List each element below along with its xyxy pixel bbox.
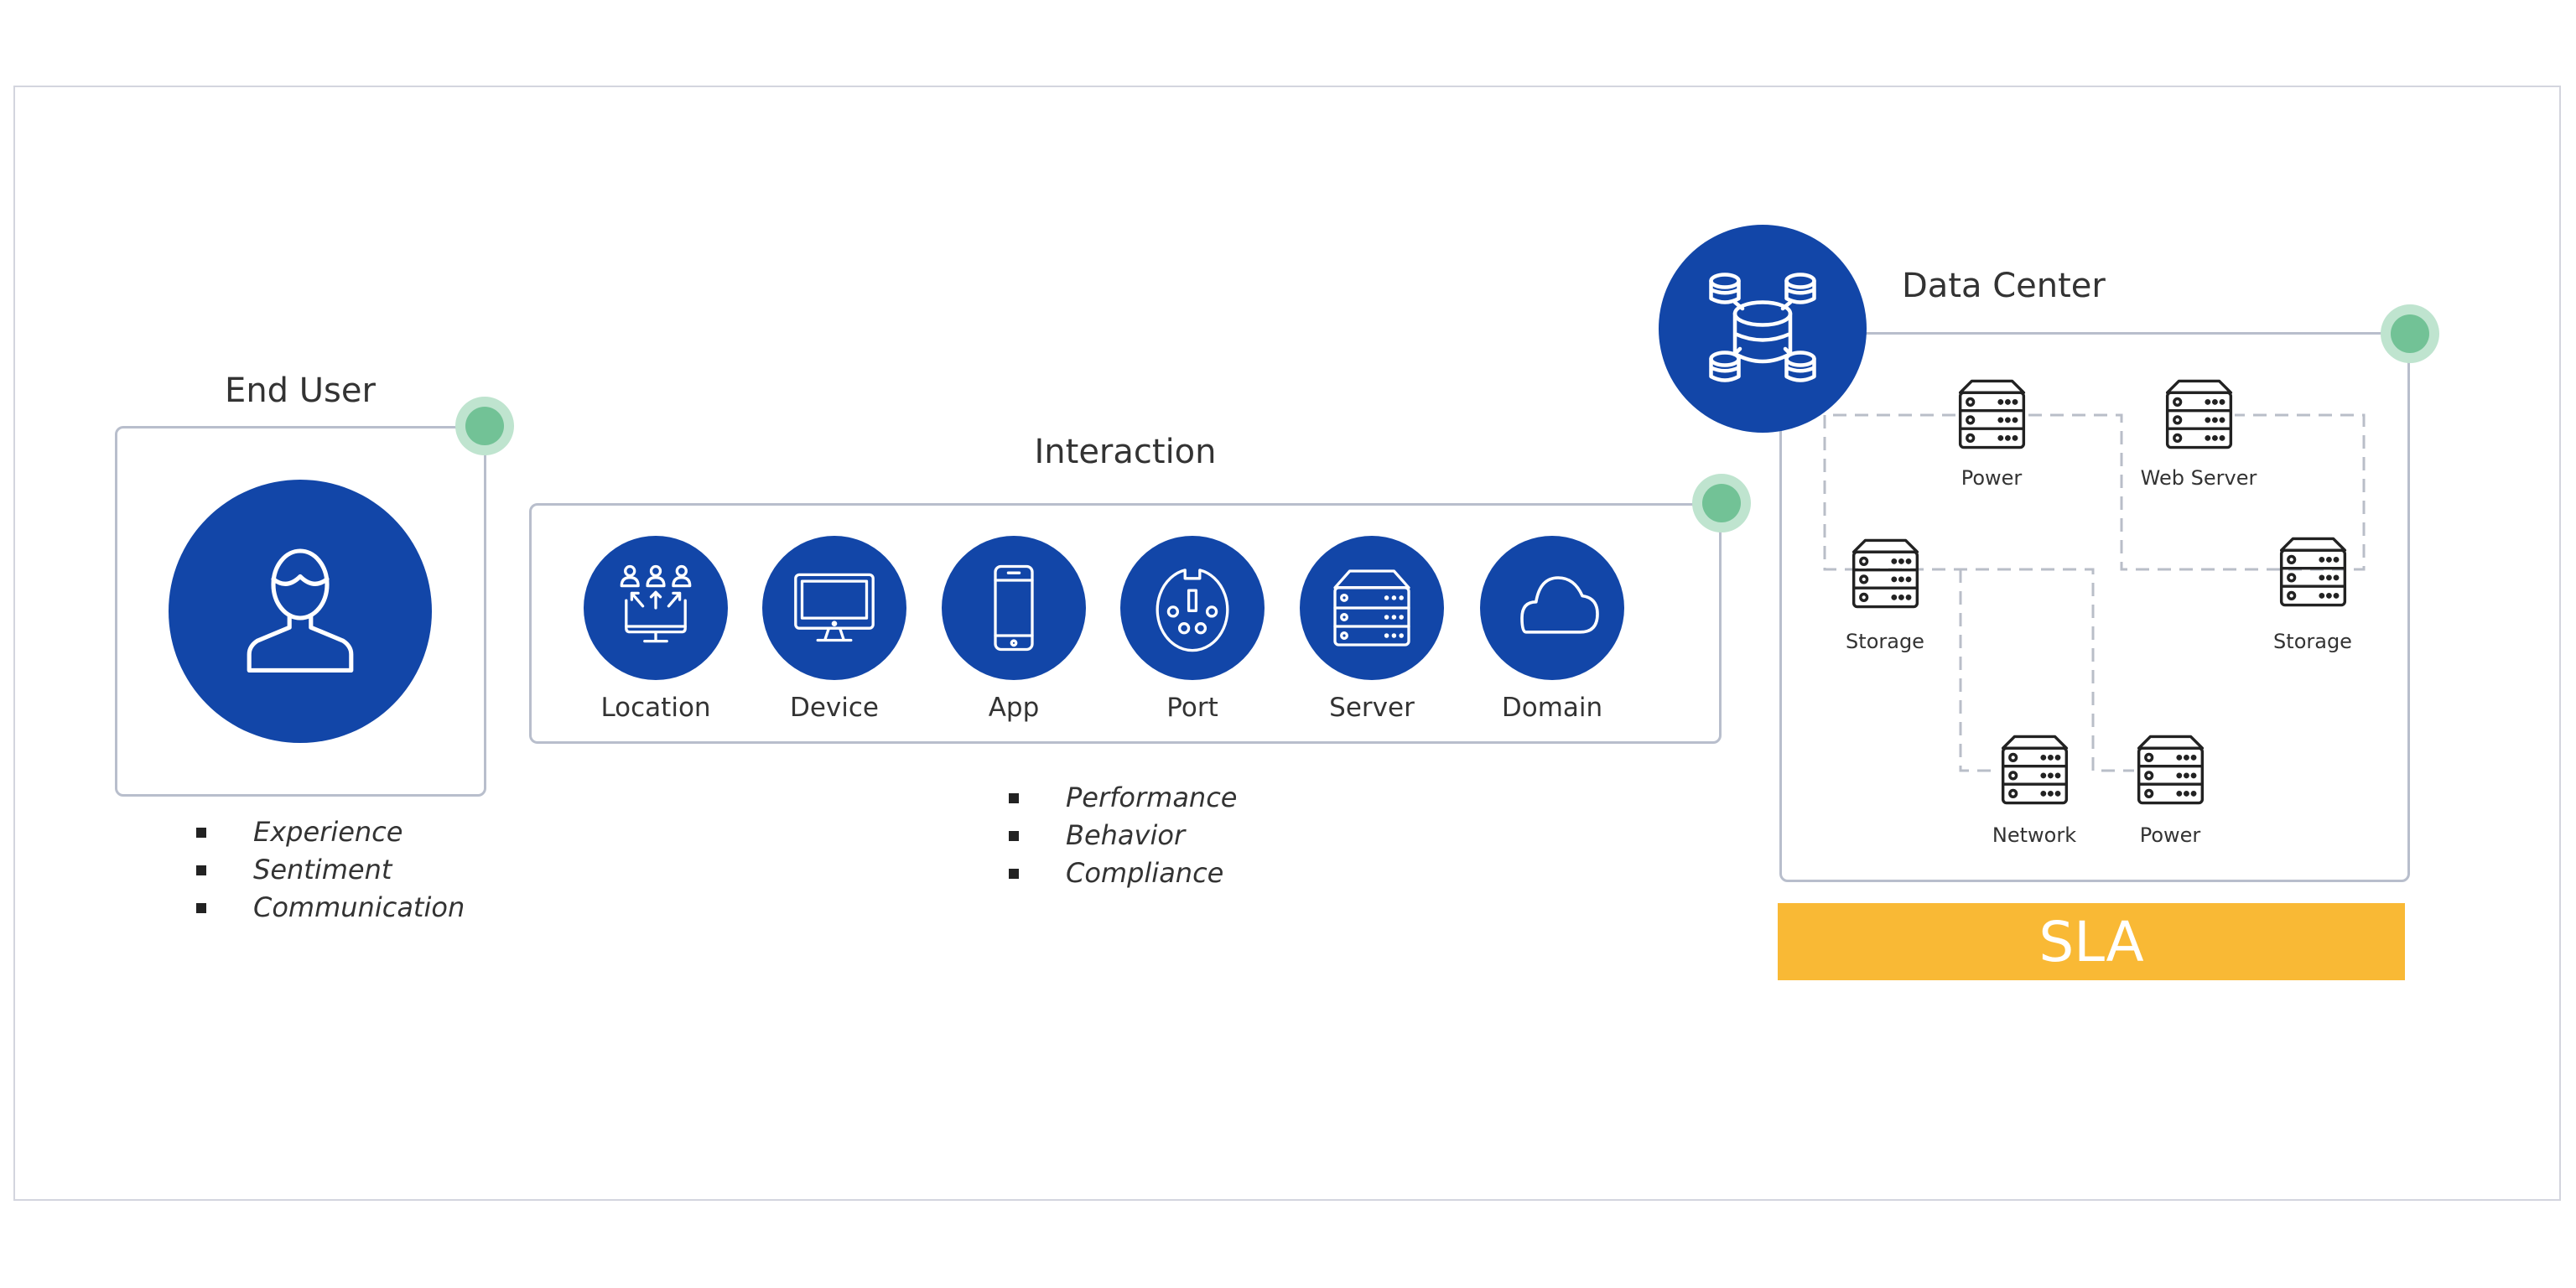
- end-user-box: [115, 426, 486, 797]
- end-user-connector-dot: [455, 397, 514, 455]
- node-label-web-server: Web Server: [2140, 466, 2257, 490]
- interaction-title: Interaction: [1034, 433, 1217, 471]
- node-label-power: Power: [1961, 466, 2023, 490]
- bullet-item: Experience: [196, 813, 465, 851]
- interaction-bullets: Performance Behavior Compliance: [1009, 779, 1237, 892]
- interaction-box: [529, 503, 1722, 744]
- interaction-label-device: Device: [789, 693, 880, 723]
- server-node-icon: [1955, 378, 2028, 450]
- data-center-title: Data Center: [1902, 267, 2106, 305]
- end-user-bullets: Experience Sentiment Communication: [196, 813, 465, 927]
- user-icon: [169, 480, 432, 743]
- server-node-icon: [2134, 734, 2207, 806]
- interaction-label-server: Server: [1329, 693, 1415, 723]
- server-node-icon: [1998, 734, 2071, 806]
- server-node-icon: [2277, 536, 2350, 608]
- server-icon: [1300, 536, 1444, 680]
- interaction-connector-dot: [1692, 474, 1751, 532]
- node-label-storage: Storage: [2273, 630, 2352, 653]
- interaction-label-domain: Domain: [1501, 693, 1603, 723]
- sla-banner: SLA: [1778, 903, 2405, 980]
- server-node-icon: [2163, 378, 2236, 450]
- node-label-storage: Storage: [1846, 630, 1924, 653]
- node-label-network: Network: [1992, 823, 2077, 847]
- bullet-item: Performance: [1009, 779, 1237, 817]
- node-label-power: Power: [2139, 823, 2201, 847]
- smartphone-icon: [942, 536, 1086, 680]
- data-center-box: [1779, 332, 2410, 882]
- interaction-label-port: Port: [1166, 693, 1218, 723]
- bullet-item: Compliance: [1009, 854, 1237, 892]
- database-network-icon: [1659, 225, 1867, 433]
- server-node-icon: [1849, 538, 1922, 610]
- diagram-frame: [13, 86, 2561, 1201]
- monitor-icon: [762, 536, 906, 680]
- interaction-label-location: Location: [600, 693, 711, 723]
- data-center-connector-dot: [2381, 304, 2439, 363]
- port-icon: [1120, 536, 1265, 680]
- interaction-label-app: App: [988, 693, 1040, 723]
- bullet-item: Communication: [196, 889, 465, 927]
- bullet-item: Sentiment: [196, 851, 465, 889]
- bullet-item: Behavior: [1009, 817, 1237, 854]
- cloud-icon: [1480, 536, 1624, 680]
- location-users-icon: [584, 536, 728, 680]
- end-user-title: End User: [225, 371, 376, 410]
